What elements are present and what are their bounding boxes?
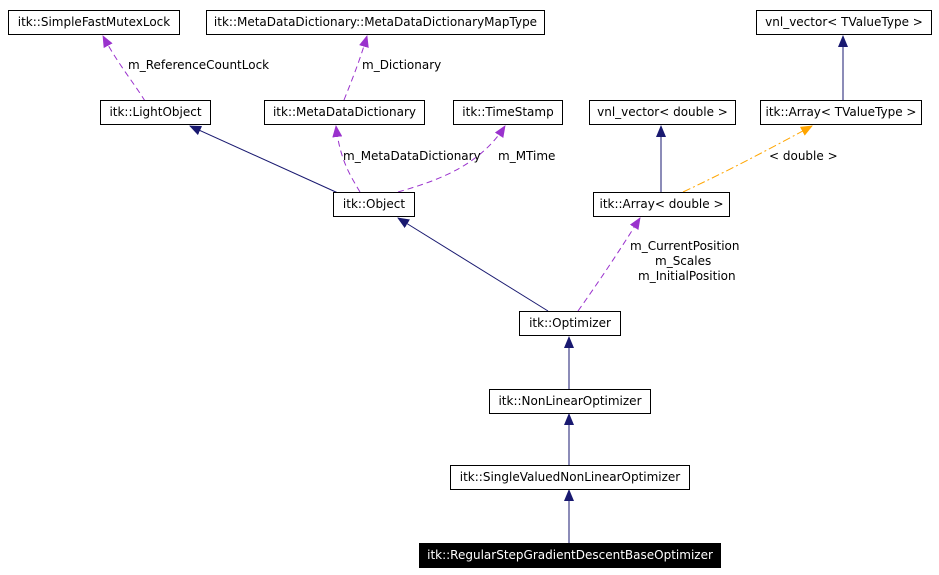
node-meta-data-dictionary-map-type[interactable]: itk::MetaDataDictionary::MetaDataDiction… [206,10,545,35]
node-vnl-vector-tvaluetype[interactable]: vnl_vector< TValueType > [756,10,932,35]
label-dictionary: m_Dictionary [362,58,442,72]
label-mtime: m_MTime [498,149,556,163]
edge-dictionary [343,35,369,101]
node-array-tvaluetype[interactable]: itk::Array< TValueType > [760,100,922,125]
node-single-valued-non-linear-optimizer[interactable]: itk::SingleValuedNonLinearOptimizer [450,465,690,490]
label-reference-count-lock: m_ReferenceCountLock [128,58,270,72]
node-simple-fast-mutex-lock[interactable]: itk::SimpleFastMutexLock [8,10,180,35]
node-regular-step-gradient-descent-base-optimizer: itk::RegularStepGradientDescentBaseOptim… [419,543,721,568]
label-template-double: < double > [769,149,838,163]
node-object[interactable]: itk::Object [333,192,415,217]
edge-template-double [682,125,813,193]
node-optimizer[interactable]: itk::Optimizer [519,311,621,336]
edge-mtime [397,125,506,193]
node-non-linear-optimizer[interactable]: itk::NonLinearOptimizer [489,389,651,414]
label-scales: m_Scales [655,254,712,268]
edge-array-double-members [577,217,641,312]
edge-object-lightobject [189,125,339,194]
node-array-double[interactable]: itk::Array< double > [593,192,730,217]
node-vnl-vector-double[interactable]: vnl_vector< double > [589,100,736,125]
edge-meta-data-dictionary [332,125,361,193]
label-meta-data-dictionary-member: m_MetaDataDictionary [343,149,481,163]
label-initial-position: m_InitialPosition [638,269,736,283]
node-time-stamp[interactable]: itk::TimeStamp [453,100,563,125]
edge-optimizer-object [397,217,549,312]
node-light-object[interactable]: itk::LightObject [100,100,211,125]
edge-reference-count-lock [102,35,151,111]
node-meta-data-dictionary[interactable]: itk::MetaDataDictionary [264,100,425,125]
label-current-position: m_CurrentPosition [630,239,740,253]
